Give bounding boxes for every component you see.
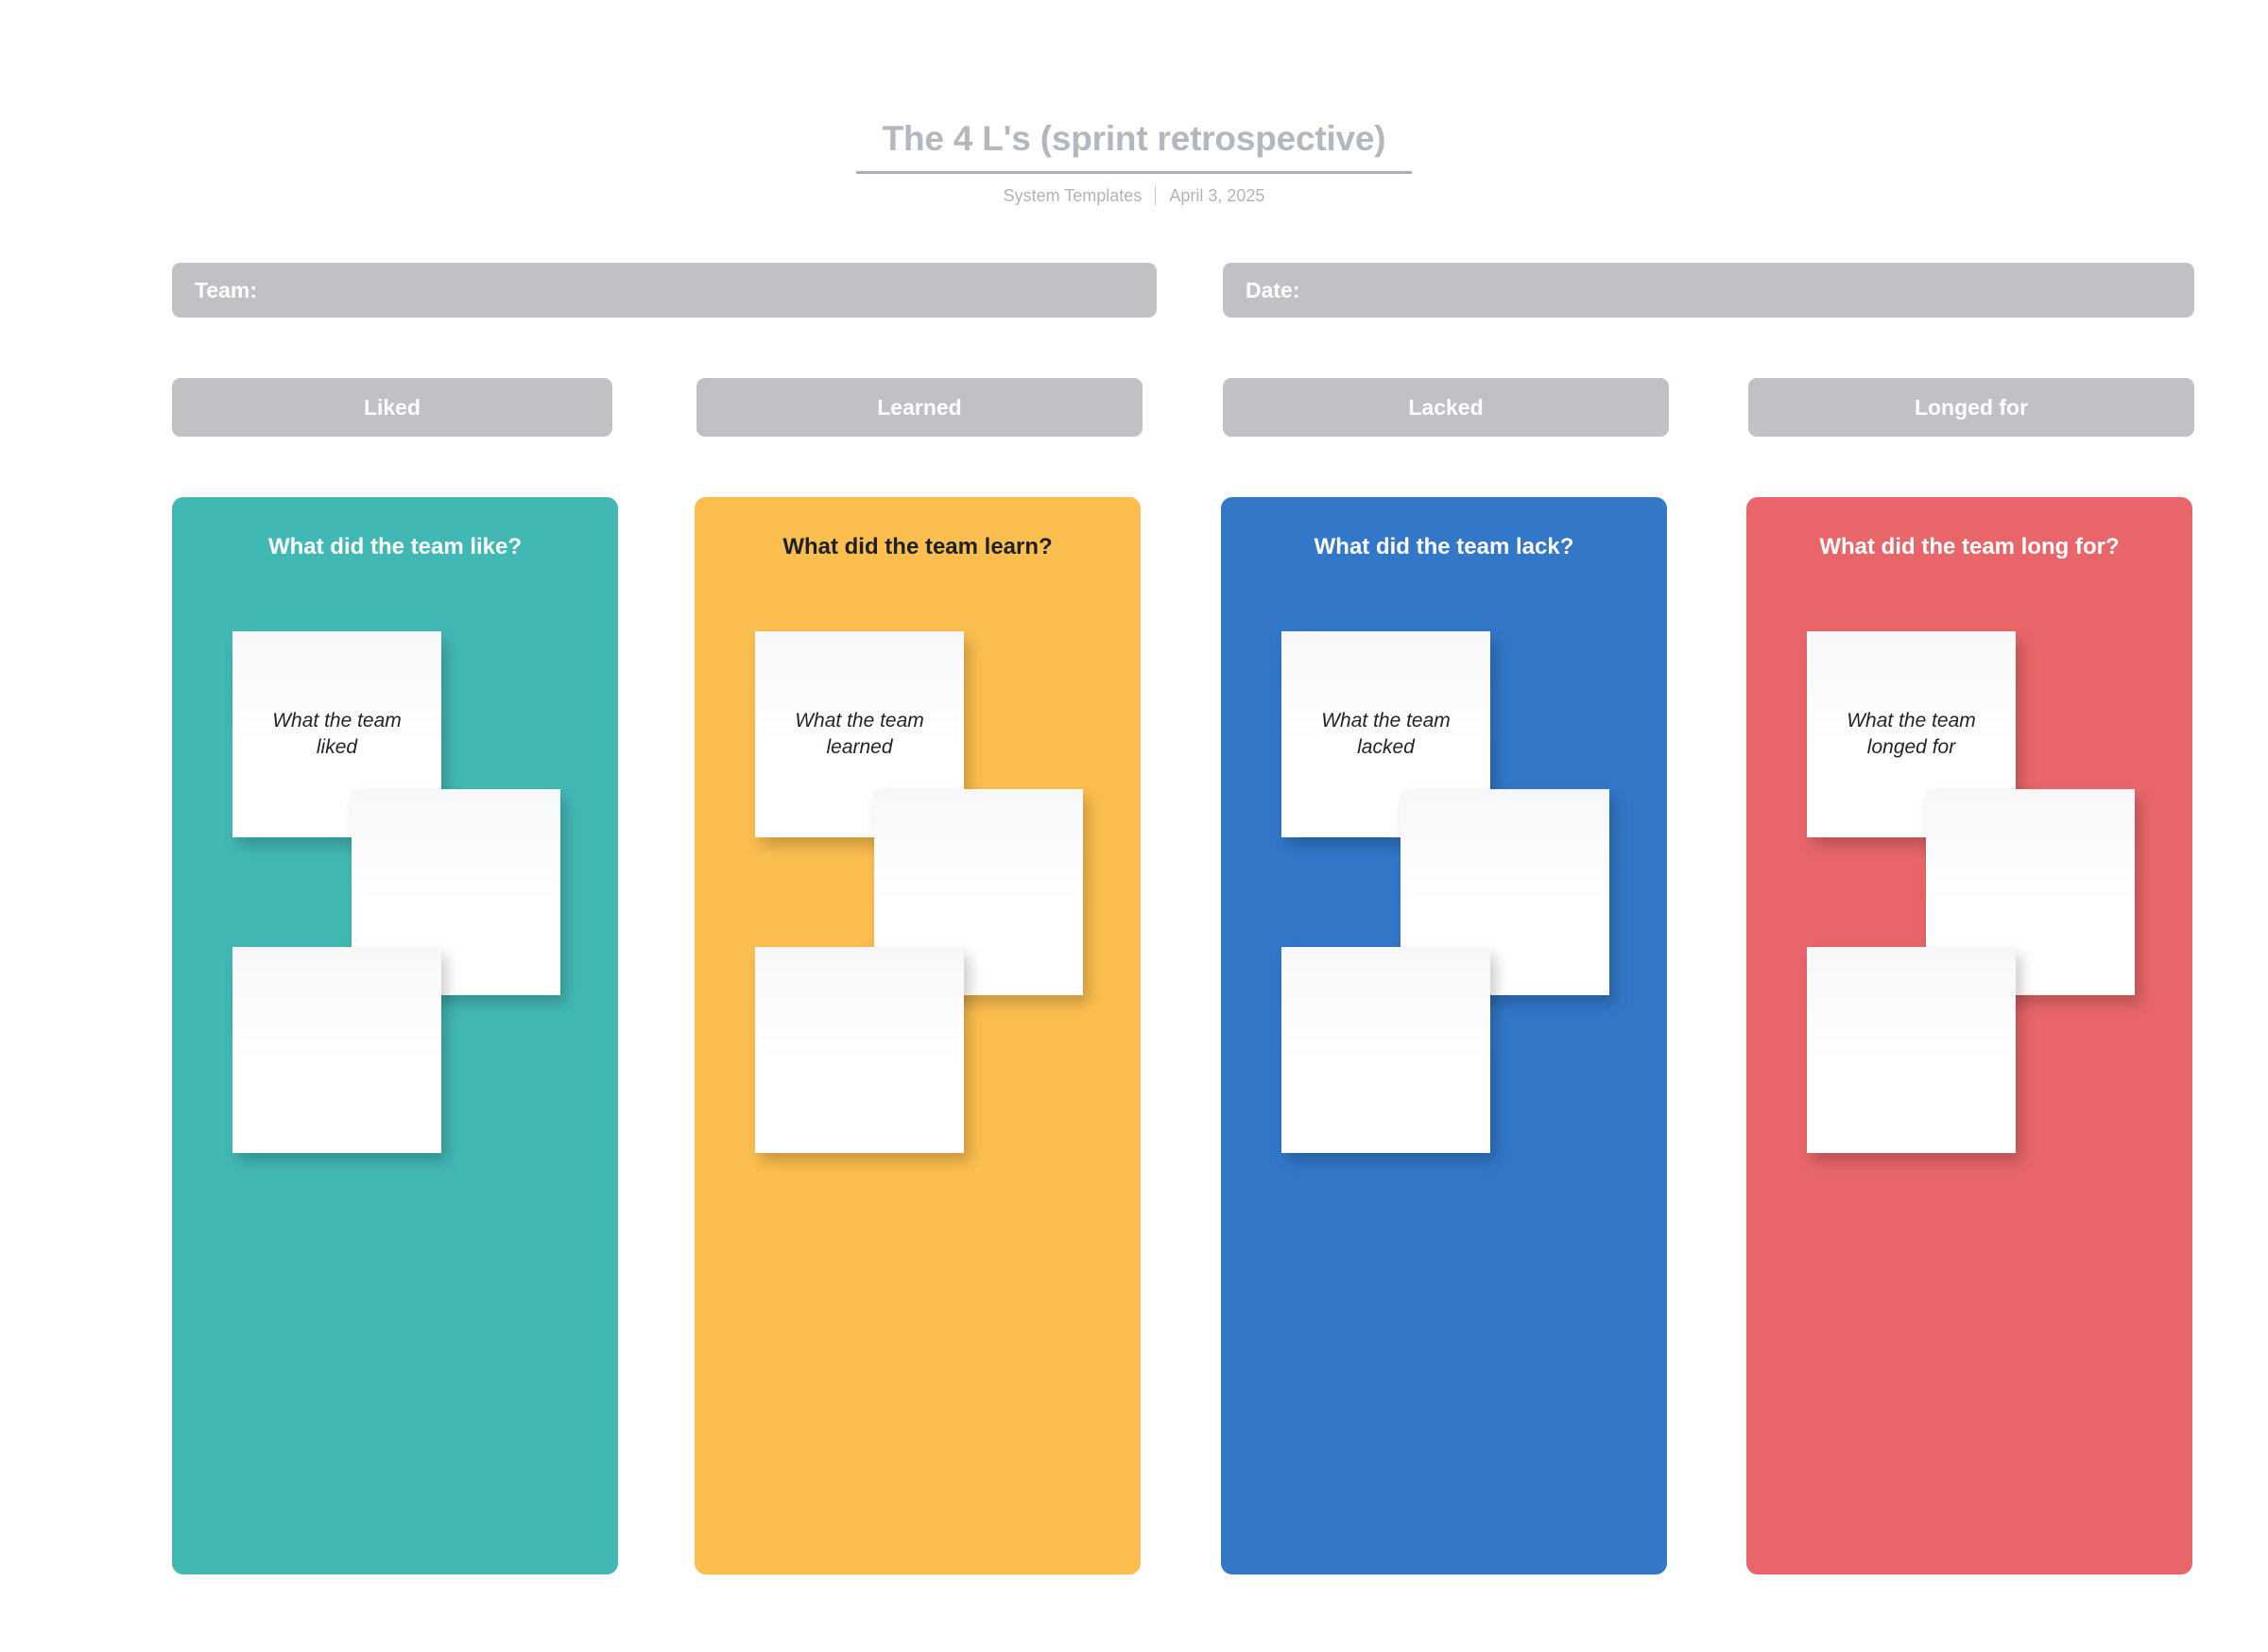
date-field[interactable]: Date: [1223,263,2194,318]
column-longed-for[interactable]: What did the team long for? What the tea… [1746,497,2192,1575]
column-heading: What did the team learn? [782,534,1053,559]
category-pill-label: Liked [363,394,421,420]
column-heading: What did the team lack? [1314,534,1574,559]
sticky-note-text: What the team learned [795,710,924,758]
subtitle-owner: System Templates [1003,185,1143,205]
category-pill-longed-for[interactable]: Longed for [1748,378,2194,437]
sticky-note-text: What the team lacked [1321,710,1451,758]
sticky-note-text: What the team liked [272,710,402,758]
team-label: Team: [195,277,258,302]
sticky-note[interactable] [232,947,441,1153]
column-learned[interactable]: What did the team learn? What the team l… [695,497,1141,1575]
subtitle-row: System Templates April 3, 2025 [0,185,2268,207]
category-pill-liked[interactable]: Liked [172,378,612,437]
column-liked[interactable]: What did the team like? What the team li… [172,497,618,1575]
title-block: The 4 L's (sprint retrospective) System … [0,119,2268,207]
subtitle-divider [1155,186,1157,206]
column-heading: What did the team long for? [1819,534,2120,559]
column-heading: What did the team like? [267,534,523,559]
subtitle-date: April 3, 2025 [1169,185,1265,205]
column-lacked[interactable]: What did the team lack? What the team la… [1221,497,1667,1575]
team-field[interactable]: Team: [172,263,1157,318]
category-pill-label: Lacked [1408,394,1484,420]
category-pill-label: Longed for [1914,394,2029,420]
sticky-note[interactable] [755,947,964,1153]
sticky-note[interactable] [1807,947,2016,1153]
category-pill-lacked[interactable]: Lacked [1223,378,1669,437]
category-pill-label: Learned [877,394,962,420]
page-title: The 4 L's (sprint retrospective) [855,119,1413,174]
date-label: Date: [1246,277,1300,302]
sticky-note[interactable] [1281,947,1490,1153]
sticky-note-text: What the team longed for [1847,710,1976,758]
category-pill-learned[interactable]: Learned [696,378,1143,437]
